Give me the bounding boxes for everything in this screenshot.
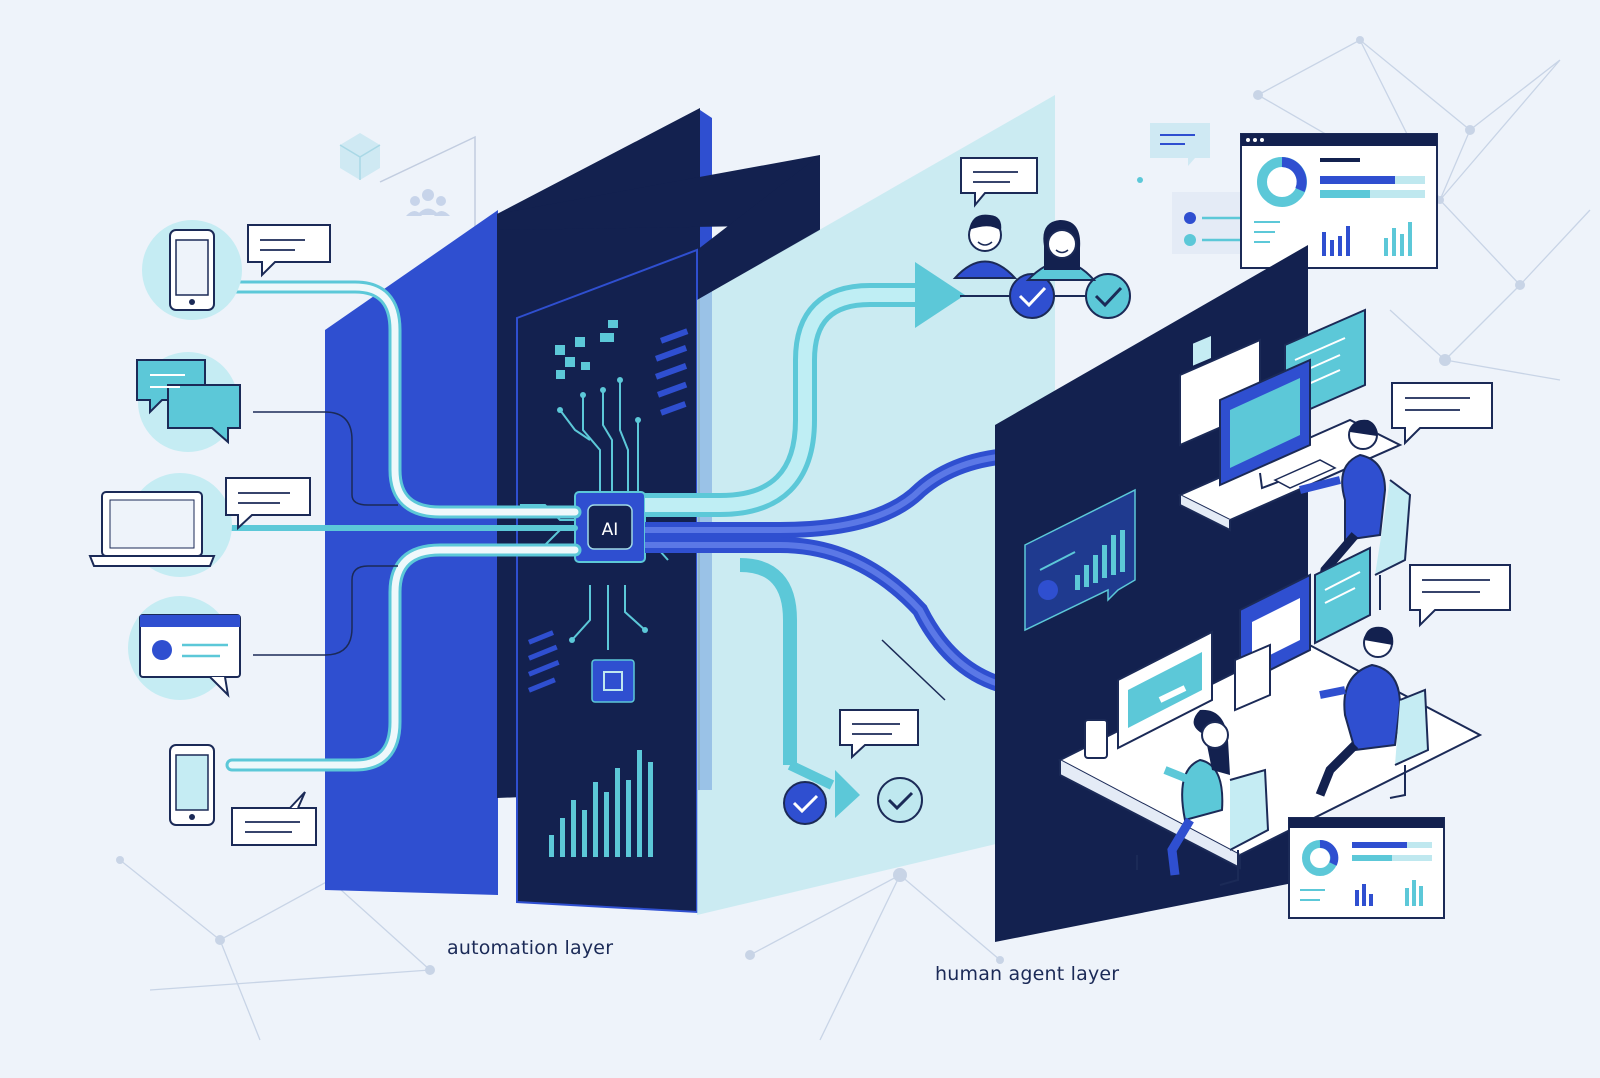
dashboard-icon bbox=[1288, 817, 1445, 919]
processor-icon bbox=[591, 659, 635, 703]
cube-icon bbox=[339, 133, 381, 180]
check-icon bbox=[877, 777, 923, 823]
profile-card bbox=[1172, 192, 1252, 254]
agent-workstation bbox=[1057, 546, 1483, 886]
panel-bar-chart bbox=[549, 750, 653, 857]
team-icon bbox=[406, 189, 450, 216]
data-pattern bbox=[527, 328, 689, 693]
chat-bubbles-icon bbox=[136, 352, 241, 452]
human-agent-layer-label: human agent layer bbox=[935, 963, 1120, 985]
agent-avatar-icon bbox=[952, 214, 1018, 279]
floating-card bbox=[1150, 123, 1210, 166]
data-pattern bbox=[555, 320, 618, 379]
agent-avatar-icon bbox=[1025, 220, 1097, 281]
browser-window-icon bbox=[128, 596, 241, 700]
dashboard-icon bbox=[1240, 133, 1438, 269]
phone-icon bbox=[169, 744, 215, 826]
ai-chip-label: AI bbox=[602, 520, 619, 540]
laptop-icon bbox=[88, 473, 232, 577]
automation-layer-label: automation layer bbox=[447, 937, 614, 959]
phone-icon bbox=[142, 220, 242, 320]
agent-workstation bbox=[1177, 308, 1412, 610]
incoming-flows bbox=[225, 280, 582, 772]
accent-dot bbox=[1137, 177, 1143, 183]
check-icon bbox=[783, 781, 827, 825]
